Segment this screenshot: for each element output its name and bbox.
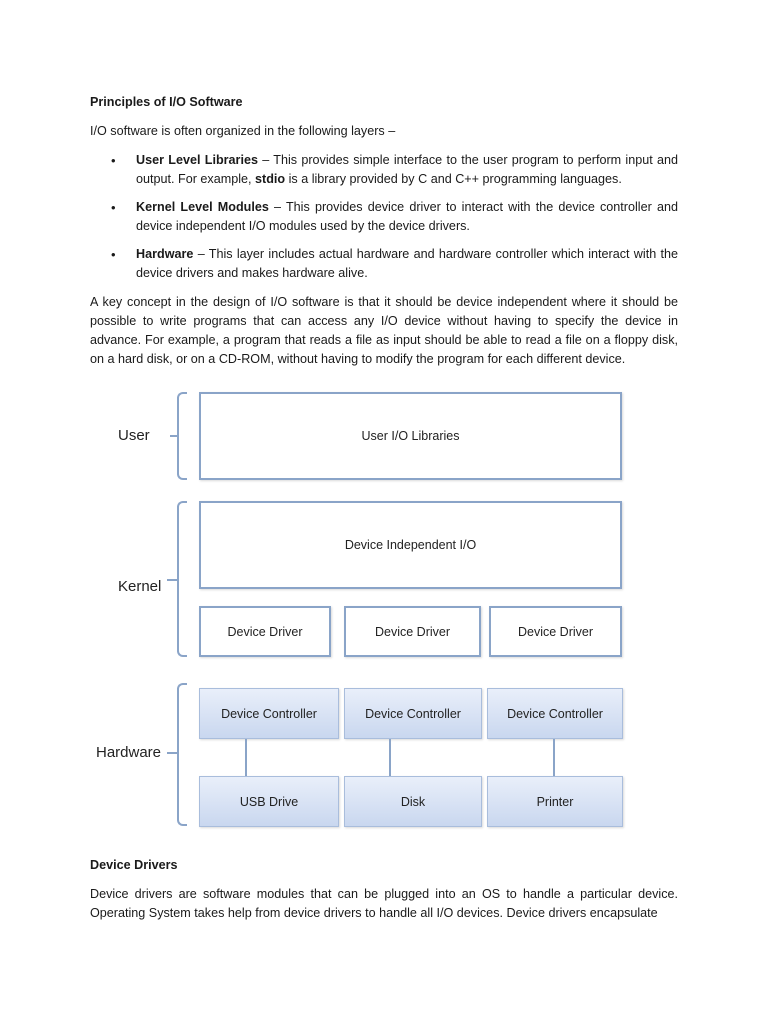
printer-label: Printer: [536, 794, 574, 809]
bullet-kernel-level-modules: • Kernel Level Modules – This provides d…: [111, 198, 678, 236]
bullet-user-level-libraries: • User Level Libraries – This provides s…: [111, 151, 678, 189]
device-independent-io-label: Device Independent I/O: [344, 538, 477, 552]
bracket-tick-kernel: [167, 579, 179, 581]
usb-drive-label: USB Drive: [239, 794, 299, 809]
usb-drive-box: USB Drive: [199, 776, 339, 827]
bullet-dot: •: [111, 247, 116, 262]
printer-box: Printer: [487, 776, 623, 827]
device-controller-label: Device Controller: [507, 706, 603, 721]
intro-text: I/O software is often organized in the f…: [90, 124, 396, 138]
device-driver-label: Device Driver: [227, 624, 303, 639]
device-independence-paragraph: A key concept in the design of I/O softw…: [90, 295, 678, 366]
bullet-text: Hardware – This layer includes actual ha…: [136, 245, 678, 283]
bracket-hardware: [177, 683, 187, 826]
device-driver-box: Device Driver: [489, 606, 622, 657]
user-io-libraries-label: User I/O Libraries: [361, 429, 460, 443]
disk-box: Disk: [344, 776, 482, 827]
device-independent-io-box: Device Independent I/O: [199, 501, 622, 589]
layer-label-kernel: Kernel: [118, 578, 162, 595]
layer-label-user: User: [118, 427, 150, 444]
bullet-emph: stdio: [255, 172, 286, 186]
connector-line: [245, 739, 247, 776]
device-driver-box: Device Driver: [344, 606, 481, 657]
connector-line: [389, 739, 391, 776]
bullet-dot: •: [111, 153, 116, 168]
device-controller-label: Device Controller: [221, 706, 317, 721]
device-controller-box: Device Controller: [199, 688, 339, 739]
bullet-term: Hardware: [136, 247, 194, 261]
device-controller-box: Device Controller: [487, 688, 623, 739]
bullet-term: User Level Libraries: [136, 153, 258, 167]
section-heading-device-drivers: Device Drivers: [90, 858, 178, 872]
section-heading-principles: Principles of I/O Software: [90, 95, 243, 109]
bullet-hardware: • Hardware – This layer includes actual …: [111, 245, 678, 283]
bullet-term: Kernel Level Modules: [136, 200, 269, 214]
bullet-dot: •: [111, 200, 116, 215]
device-driver-label: Device Driver: [517, 624, 593, 639]
device-controller-label: Device Controller: [365, 706, 461, 721]
device-driver-label: Device Driver: [374, 624, 450, 639]
bullet-desc: – This provides simple interface to the …: [136, 153, 678, 186]
bracket-user: [177, 392, 187, 480]
device-drivers-paragraph: Device drivers are software modules that…: [90, 887, 678, 920]
device-controller-box: Device Controller: [344, 688, 482, 739]
bracket-kernel: [177, 501, 187, 657]
connector-line: [553, 739, 555, 776]
bullet-desc: – This layer includes actual hardware an…: [136, 247, 678, 280]
layer-label-hardware: Hardware: [96, 744, 162, 761]
user-io-libraries-box: User I/O Libraries: [199, 392, 622, 480]
bullet-desc: – This provides device driver to interac…: [136, 200, 678, 233]
device-driver-box: Device Driver: [199, 606, 331, 657]
bullet-text: User Level Libraries – This provides sim…: [136, 151, 678, 189]
bracket-tick-user: [170, 435, 179, 437]
disk-label: Disk: [400, 794, 426, 809]
bullet-text: Kernel Level Modules – This provides dev…: [136, 198, 678, 236]
bracket-tick-hardware: [167, 752, 179, 754]
bullet-desc-tail: is a library provided by C and C++ progr…: [285, 172, 622, 186]
